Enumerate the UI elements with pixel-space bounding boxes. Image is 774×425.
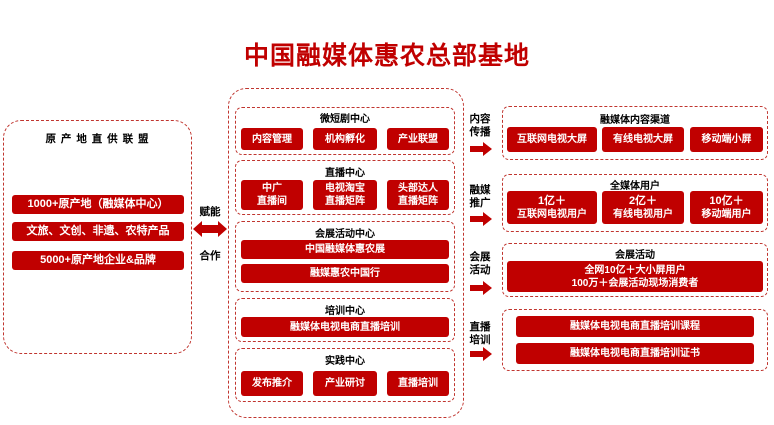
micro-drama-item-3[interactable]: 产业联盟 (387, 128, 449, 150)
right-label-live-line-2: 培训 (469, 334, 491, 346)
page-title: 中国融媒体惠农总部基地 (243, 42, 530, 70)
practice-item-1[interactable]: 发布推介 (241, 371, 303, 396)
right-label-media: 融媒 推广 (468, 184, 492, 210)
arrow-right-icon (470, 212, 492, 226)
connector-label-cooperate: 合作 (199, 250, 221, 262)
users-title: 全媒体用户 (610, 181, 660, 192)
live-item-3-line-1: 头部达人 (398, 183, 438, 194)
practice-center-title: 实践中心 (325, 356, 365, 367)
event-center-title: 会展活动中心 (315, 229, 375, 240)
live-item-2-line-2: 直播矩阵 (325, 196, 365, 207)
practice-item-3[interactable]: 直播培训 (387, 371, 449, 396)
users-item-1[interactable]: 1亿＋ 互联网电视用户 (507, 191, 597, 224)
arrow-right-icon (470, 281, 492, 295)
right-label-content: 内容 传播 (468, 113, 492, 139)
events-item[interactable]: 全网10亿＋大小屏用户 100万＋会展活动现场消费者 (507, 261, 763, 292)
users-item-3-label: 移动端用户 (701, 208, 752, 220)
users-item-1-value: 1亿＋ (537, 194, 567, 207)
users-item-3[interactable]: 10亿＋ 移动端用户 (690, 191, 763, 224)
channels-title: 融媒体内容渠道 (600, 115, 670, 126)
live-item-1[interactable]: 中广 直播间 (241, 180, 303, 210)
right-label-live-line-1: 直播 (469, 321, 491, 333)
event-item-2[interactable]: 融媒惠农中国行 (241, 264, 449, 283)
arrow-right-icon (470, 142, 492, 156)
arrow-right-icon (470, 347, 492, 361)
channel-item-3[interactable]: 移动端小屏 (690, 127, 763, 152)
events-line-1: 全网10亿＋大小屏用户 (584, 264, 686, 276)
right-label-content-line-2: 传播 (469, 126, 491, 138)
micro-drama-item-1[interactable]: 内容管理 (241, 128, 303, 150)
users-item-2-label: 有线电视用户 (613, 208, 673, 220)
micro-drama-item-2[interactable]: 机构孵化 (313, 128, 377, 150)
live-item-2-line-1: 电视淘宝 (325, 183, 365, 194)
live-item-1-line-2: 直播间 (257, 196, 287, 207)
right-label-content-line-1: 内容 (469, 113, 491, 125)
events-title: 会展活动 (615, 250, 655, 261)
live-item-3-line-2: 直播矩阵 (398, 196, 438, 207)
right-label-event-line-1: 会展 (469, 251, 491, 263)
origin-item-2[interactable]: 文旅、文创、非遗、农特产品 (12, 222, 184, 241)
micro-drama-title: 微短剧中心 (320, 114, 370, 125)
origin-alliance-heading: 原 产 地 直 供 联 盟 (45, 133, 150, 145)
training-certificate-item[interactable]: 融媒体电视电商直播培训证书 (516, 343, 754, 364)
live-center-title: 直播中心 (325, 168, 365, 179)
users-item-1-label: 互联网电视用户 (517, 208, 587, 220)
training-item-1[interactable]: 融媒体电视电商直播培训 (241, 317, 449, 337)
double-arrow-icon (193, 221, 227, 237)
channel-item-2[interactable]: 有线电视大屏 (602, 127, 684, 152)
right-label-event: 会展 活动 (468, 251, 492, 277)
connector-label-empower: 赋能 (199, 206, 221, 218)
users-item-2[interactable]: 2亿＋ 有线电视用户 (602, 191, 684, 224)
right-label-media-line-1: 融媒 (469, 184, 491, 196)
training-center-title: 培训中心 (325, 306, 365, 317)
users-item-2-value: 2亿＋ (628, 194, 658, 207)
origin-item-1[interactable]: 1000+原产地（融媒体中心） (12, 195, 184, 214)
origin-item-3[interactable]: 5000+原产地企业&品牌 (12, 251, 184, 270)
right-label-media-line-2: 推广 (469, 197, 491, 209)
right-label-live: 直播 培训 (468, 321, 492, 347)
live-item-2[interactable]: 电视淘宝 直播矩阵 (313, 180, 377, 210)
live-item-1-line-1: 中广 (262, 183, 282, 194)
channel-item-1[interactable]: 互联网电视大屏 (507, 127, 597, 152)
event-item-1[interactable]: 中国融媒体惠农展 (241, 240, 449, 259)
right-label-event-line-2: 活动 (469, 264, 491, 276)
training-course-item[interactable]: 融媒体电视电商直播培训课程 (516, 316, 754, 337)
events-line-2: 100万＋会展活动现场消费者 (571, 277, 699, 289)
users-item-3-value: 10亿＋ (709, 194, 744, 207)
practice-item-2[interactable]: 产业研讨 (313, 371, 377, 396)
live-item-3[interactable]: 头部达人 直播矩阵 (387, 180, 449, 210)
